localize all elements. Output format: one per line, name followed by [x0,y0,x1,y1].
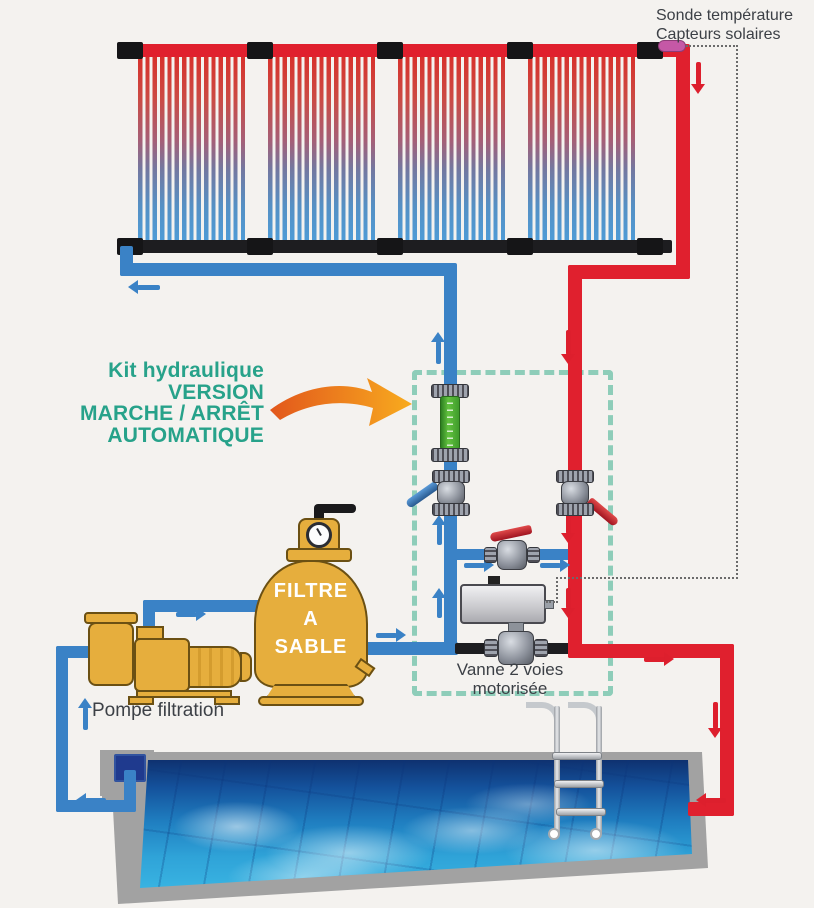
sensor-wire [556,577,738,579]
sensor-label: Sonde température Capteurs solaires [656,6,814,44]
valve-actuator [460,584,546,624]
filter-pedestal [266,684,356,698]
collector-connector [507,42,533,59]
pump-foot [128,696,154,705]
sensor-wire [546,601,558,603]
cold-pipe-under-collectors [120,263,457,276]
collector-connector [377,42,403,59]
pump-motor [188,646,242,688]
collector-connector [637,238,663,255]
hot-pipe-bottom-run [568,644,734,658]
suction-riser [56,646,68,812]
collector-connector [247,238,273,255]
flow-arrow-up-icon [432,588,447,618]
pump-base [136,690,232,698]
kit-label-line1: Kit hydraulique [108,359,264,382]
orange-callout-arrow-icon [270,378,412,426]
hot-pipe-collector-outlet [676,44,690,279]
collector-hot-header [126,44,690,57]
pump-label: Pompe filtration [92,700,225,721]
flow-arrow-left-icon [128,280,160,295]
flow-arrow-down-icon [691,62,706,94]
pump-body [134,638,190,692]
collector-panel [268,57,378,243]
flow-meter-scale [447,400,453,446]
kit-label-line4: AUTOMATIQUE [107,423,264,447]
bypass-valve [484,524,540,574]
kit-label-line3: MARCHE / ARRÊT [79,402,264,425]
kit-label: Kit hydraulique VERSION MARCHE / ARRÊT A… [64,360,264,446]
filter-foot [258,696,364,706]
filter-label-line2: A [303,608,319,630]
flow-meter [431,384,469,462]
flow-arrow-down-icon [561,330,576,364]
temperature-sensor-icon [658,40,686,52]
sensor-label-line2: Capteurs solaires [656,26,781,43]
flow-arrow-left-icon [76,793,106,808]
multiport-valve-handle-icon [314,504,356,513]
ball-valve-cold [404,470,473,516]
sensor-label-line1: Sonde température [656,7,793,24]
multiport-valve-handle-icon [314,508,324,524]
hot-pipe-jog [568,265,690,279]
flow-arrow-left-icon [696,793,726,808]
hot-pipe-right-drop [720,644,734,816]
flow-arrow-right-icon [644,652,674,667]
flow-arrow-right-icon [540,558,570,573]
collector-connector [247,42,273,59]
skimmer-drop-pipe [124,770,136,812]
flow-arrow-up-icon [432,515,447,545]
pump-strainer-pot [88,622,134,686]
filter-tank [254,560,368,688]
collector-connector [117,42,143,59]
valve-label-line2: motorisée [472,679,548,698]
kit-label-line2: VERSION [168,380,264,404]
collector-panel [138,57,248,243]
flow-arrow-up-icon [78,698,93,730]
filter-label-line3: SABLE [274,636,348,658]
cold-pipe-filter-outlet [364,642,458,655]
sensor-wire [736,45,738,579]
filter-label-line1: FILTRE [273,580,349,602]
flow-arrow-down-icon [561,513,576,543]
collector-connector [507,238,533,255]
actuator-connector-icon [544,600,554,609]
flow-arrow-right-icon [176,607,206,622]
flow-arrow-down-icon [561,588,576,618]
kit-dashed-box [412,370,613,696]
collector-connector [377,238,403,255]
valve-body [484,629,548,667]
pump-to-filter-pipe [143,600,262,612]
pump-motor-cap [240,652,252,682]
flow-arrow-right-icon [464,558,494,573]
motorized-valve-label: Vanne 2 voies motorisée [428,660,592,698]
collector-panel [398,57,508,243]
flow-arrow-down-icon [708,702,723,738]
sensor-wire [556,577,558,603]
ball-valve-hot [553,470,620,528]
sensor-wire [686,45,738,47]
pump-foot [214,696,240,705]
valve-label-line1: Vanne 2 voies [456,660,564,679]
flow-arrow-up-icon [431,332,446,364]
actuator-knob-icon [488,576,500,586]
flow-arrow-right-icon [376,628,406,643]
collector-connector [637,42,663,59]
collector-panel [528,57,638,243]
